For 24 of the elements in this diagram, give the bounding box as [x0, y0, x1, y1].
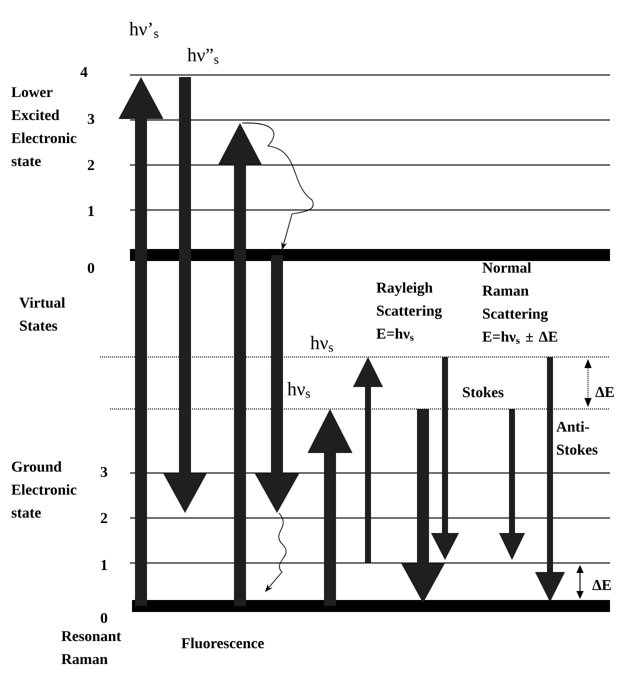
level-number: 0: [100, 612, 108, 624]
state-label: Lower Excited Electronic state: [11, 87, 76, 166]
energy-gap-label: ΔE: [592, 580, 611, 590]
state-label: Virtual States: [19, 297, 66, 331]
level-number: 1: [88, 206, 94, 216]
level-number: 0: [88, 262, 94, 274]
state-label: Ground Electronic state: [11, 461, 76, 518]
photon-energy-label: hν$_{s}$: [310, 336, 333, 352]
photon-energy-label: hν’$_{s}$: [129, 22, 158, 38]
level-number: 2: [100, 513, 108, 523]
photon-energy-label: hν$_{s}$: [287, 382, 310, 398]
process-label: Normal Raman Scattering E=hν$_{s}$ ± ΔE: [482, 262, 558, 344]
process-label: Anti-Stokes: [556, 421, 598, 455]
level-number: 1: [101, 560, 107, 570]
photon-energy-label: hν”$_{s}$: [187, 48, 218, 64]
process-label: Stokes: [463, 386, 504, 398]
level-number: 2: [88, 160, 94, 170]
process-label: Rayleigh Scattering E=hν$_{s}$: [376, 282, 442, 341]
level-number: 3: [100, 466, 108, 478]
energy-gap-label: ΔE: [595, 387, 614, 397]
process-label: Fluorescence: [181, 638, 264, 648]
level-number: 3: [88, 114, 94, 124]
process-label: Resonant Raman: [61, 631, 122, 664]
level-number: 4: [80, 67, 88, 77]
